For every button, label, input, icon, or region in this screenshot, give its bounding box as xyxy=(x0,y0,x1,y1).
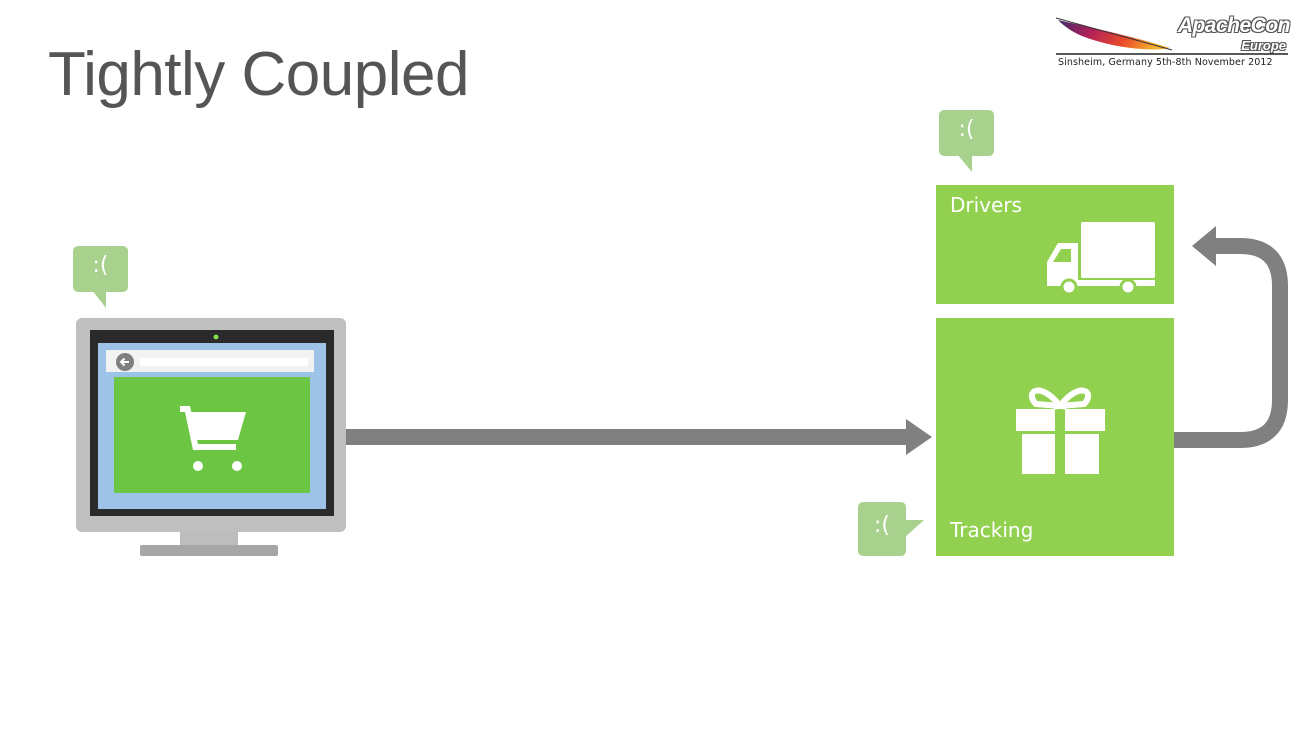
sad-bubble-tracking xyxy=(858,502,924,556)
sad-face-tracking: :( xyxy=(874,513,890,538)
logo-title: ApacheCon xyxy=(1177,14,1291,37)
monitor-stand xyxy=(140,545,278,556)
browser-address-bar xyxy=(140,358,308,366)
slide-title: Tightly Coupled xyxy=(48,40,470,109)
monitor-led xyxy=(213,334,219,340)
tracking-label: Tracking xyxy=(950,518,1034,542)
sad-face-webshop: :( xyxy=(92,253,109,278)
sad-bubble-drivers xyxy=(939,110,994,172)
logo-subtitle: Europe xyxy=(1241,38,1286,53)
shopping-cart-icon xyxy=(180,406,246,471)
sad-face-drivers: :( xyxy=(958,117,975,142)
back-arrow-icon xyxy=(116,353,134,371)
truck-icon xyxy=(1047,222,1155,296)
logo-tagline: Sinsheim, Germany 5th-8th November 2012 xyxy=(1058,57,1273,68)
arrow-webshop-to-tracking xyxy=(346,419,932,455)
drivers-label: Drivers xyxy=(950,193,1022,217)
sad-bubble-webshop xyxy=(73,246,128,308)
arrow-tracking-to-drivers xyxy=(1174,226,1288,448)
apachecon-feather-logo xyxy=(1055,17,1288,55)
monitor-neck xyxy=(180,528,238,548)
gift-icon xyxy=(1016,387,1105,476)
